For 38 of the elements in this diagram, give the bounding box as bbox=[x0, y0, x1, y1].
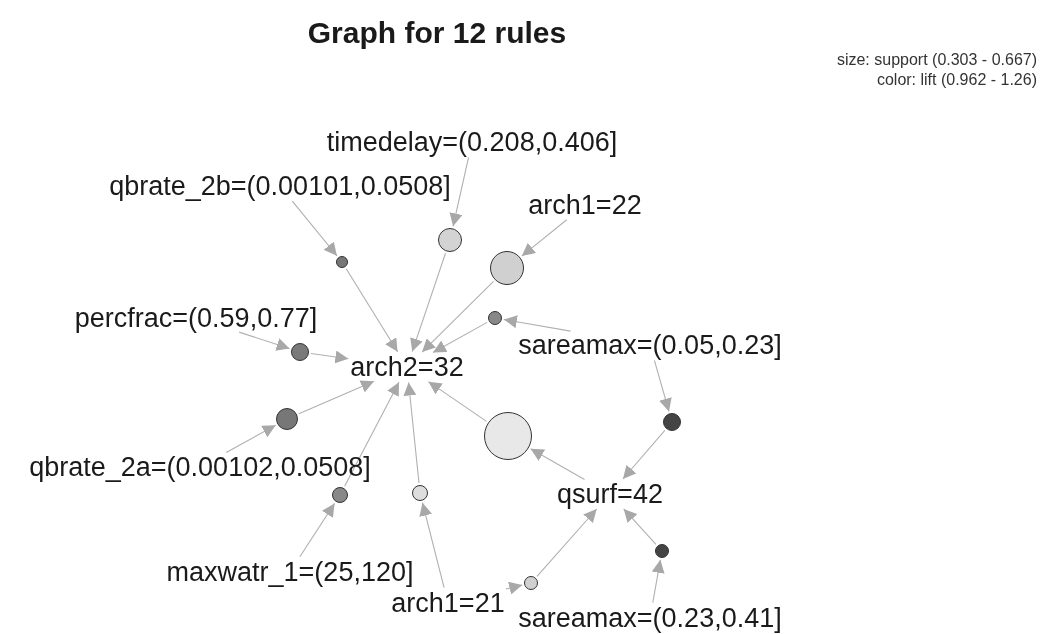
item-label: sareamax=(0.23,0.41] bbox=[518, 604, 782, 632]
item-label: arch2=32 bbox=[350, 353, 464, 381]
legend-note: color: lift (0.962 - 1.26) bbox=[876, 72, 1037, 88]
item-label: timedelay=(0.208,0.406] bbox=[326, 128, 618, 156]
arrow bbox=[345, 268, 399, 353]
arrow bbox=[536, 508, 598, 577]
arrow bbox=[432, 321, 488, 354]
arrow bbox=[403, 381, 420, 484]
item-label: sareamax=(0.05,0.23] bbox=[518, 331, 782, 359]
item-label: percfrac=(0.59,0.77] bbox=[74, 304, 318, 332]
item-label: qbrate_2a=(0.00102,0.0508] bbox=[29, 453, 371, 481]
arrow bbox=[521, 219, 568, 257]
arrow bbox=[449, 156, 470, 227]
arrow bbox=[653, 359, 672, 412]
item-label: arch1=22 bbox=[528, 191, 642, 219]
item-label: arch1=21 bbox=[391, 589, 505, 617]
arrow bbox=[622, 429, 666, 480]
arrow bbox=[505, 581, 523, 595]
arrow bbox=[421, 280, 495, 353]
arrow bbox=[530, 448, 586, 481]
legend-note: size: support (0.303 - 0.667) bbox=[836, 52, 1037, 68]
arrow bbox=[225, 424, 277, 454]
arrow bbox=[503, 315, 572, 332]
arrow bbox=[651, 559, 665, 604]
arrow bbox=[419, 502, 445, 589]
arrow bbox=[238, 331, 291, 351]
arrow bbox=[298, 380, 375, 415]
arrow bbox=[623, 508, 657, 545]
arrow bbox=[299, 502, 336, 558]
arrow bbox=[427, 381, 488, 422]
arrow bbox=[344, 381, 400, 487]
arrow bbox=[310, 350, 349, 364]
item-label: maxwatr_1=(25,120] bbox=[166, 558, 414, 586]
item-label: qsurf=42 bbox=[557, 480, 663, 508]
item-label: qbrate_2b=(0.00101,0.0508] bbox=[109, 172, 451, 200]
arrow bbox=[291, 200, 338, 257]
arrow bbox=[410, 252, 447, 353]
title: Graph for 12 rules bbox=[307, 18, 567, 48]
